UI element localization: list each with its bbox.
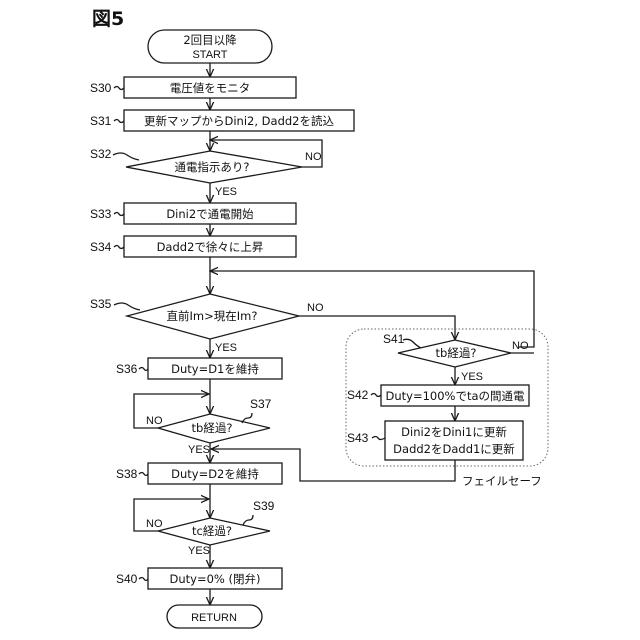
s35-leader xyxy=(114,303,140,310)
s43-line2: Dadd2をDadd1に更新 xyxy=(393,442,515,456)
s31-label: S31 xyxy=(90,114,112,128)
return-terminal: RETURN xyxy=(167,605,262,628)
s41-text: tb経過? xyxy=(436,346,477,360)
s41-leader xyxy=(403,339,421,348)
step-s34: Dadd2で徐々に上昇 S34 xyxy=(90,236,296,257)
step-s38: Duty=D2を維持 S38 xyxy=(116,463,282,484)
s35-no: NO xyxy=(307,302,324,314)
s32-no: NO xyxy=(305,151,322,163)
s42-text: Duty=100%でtaの間通電 xyxy=(385,389,525,403)
start-line1: 2回目以降 xyxy=(183,33,237,47)
step-s31: 更新マップからDini2, Dadd2を読込 S31 xyxy=(90,110,354,131)
s41-yes: YES xyxy=(461,371,483,383)
s39-leader xyxy=(243,515,253,525)
s34-leader xyxy=(114,246,124,249)
s37-text: tb経過? xyxy=(192,421,233,435)
s30-text: 電圧値をモニタ xyxy=(170,81,251,95)
s35-yes: YES xyxy=(215,342,237,354)
step-s42: Duty=100%でtaの間通電 S42 xyxy=(347,385,529,406)
s30-label: S30 xyxy=(90,81,112,95)
s43-leader xyxy=(372,437,385,440)
step-s40: Duty=0% (閉弁) S40 xyxy=(116,568,282,589)
s40-text: Duty=0% (閉弁) xyxy=(170,572,261,586)
decision-s35: 直前Im>現在Im? S35 xyxy=(90,294,299,339)
s36-text: Duty=D1を維持 xyxy=(171,362,259,376)
s33-text: Dini2で通電開始 xyxy=(166,207,254,221)
s36-label: S36 xyxy=(116,362,138,376)
decision-s39: tc経過? S39 xyxy=(158,499,275,545)
decision-s37: tb経過? S37 xyxy=(158,397,272,443)
s39-label: S39 xyxy=(253,499,275,513)
figure-title: 図5 xyxy=(92,8,124,30)
s35-no-path xyxy=(299,316,455,340)
s34-text: Dadd2で徐々に上昇 xyxy=(157,240,264,254)
s32-label: S32 xyxy=(90,147,112,161)
s35-text: 直前Im>現在Im? xyxy=(167,309,258,323)
s33-label: S33 xyxy=(90,207,112,221)
s34-label: S34 xyxy=(90,240,112,254)
s33-leader xyxy=(114,213,124,216)
step-s30: 電圧値をモニタ S30 xyxy=(90,77,296,98)
s32-leader xyxy=(113,153,139,160)
s31-leader xyxy=(114,120,124,123)
s38-leader xyxy=(139,473,148,476)
start-line2: START xyxy=(192,49,227,61)
s31-text: 更新マップからDini2, Dadd2を読込 xyxy=(144,114,334,128)
s37-no: NO xyxy=(146,415,163,427)
s43-line1: Dini2をDini1に更新 xyxy=(401,425,507,439)
decision-s32: 通電指示あり? S32 xyxy=(90,147,302,183)
s40-leader xyxy=(139,578,148,581)
s40-label: S40 xyxy=(116,572,138,586)
s32-yes: YES xyxy=(215,186,237,198)
s38-text: Duty=D2を維持 xyxy=(171,467,259,481)
step-s36: Duty=D1を維持 S36 xyxy=(116,358,282,379)
s39-yes: YES xyxy=(188,545,210,557)
s38-label: S38 xyxy=(116,467,138,481)
s39-text: tc経過? xyxy=(192,524,232,538)
return-text: RETURN xyxy=(191,612,237,624)
decision-s41: tb経過? S41 xyxy=(383,332,511,367)
s37-label: S37 xyxy=(250,397,272,411)
step-s33: Dini2で通電開始 S33 xyxy=(90,203,296,224)
s41-no: NO xyxy=(512,340,529,352)
s36-leader xyxy=(139,368,148,371)
s42-leader xyxy=(371,394,381,397)
s30-leader xyxy=(114,87,124,90)
s35-label: S35 xyxy=(90,297,112,311)
s37-yes: YES xyxy=(188,444,210,456)
s41-label: S41 xyxy=(383,332,405,346)
start-terminal: 2回目以降 START xyxy=(148,30,272,63)
step-s43: Dini2をDini1に更新 Dadd2をDadd1に更新 S43 xyxy=(347,421,523,460)
failsafe-label: フェイルセーフ xyxy=(462,474,542,488)
s32-text: 通電指示あり? xyxy=(174,160,249,174)
s43-label: S43 xyxy=(347,431,369,445)
s42-label: S42 xyxy=(347,388,369,402)
s39-no: NO xyxy=(146,518,163,530)
